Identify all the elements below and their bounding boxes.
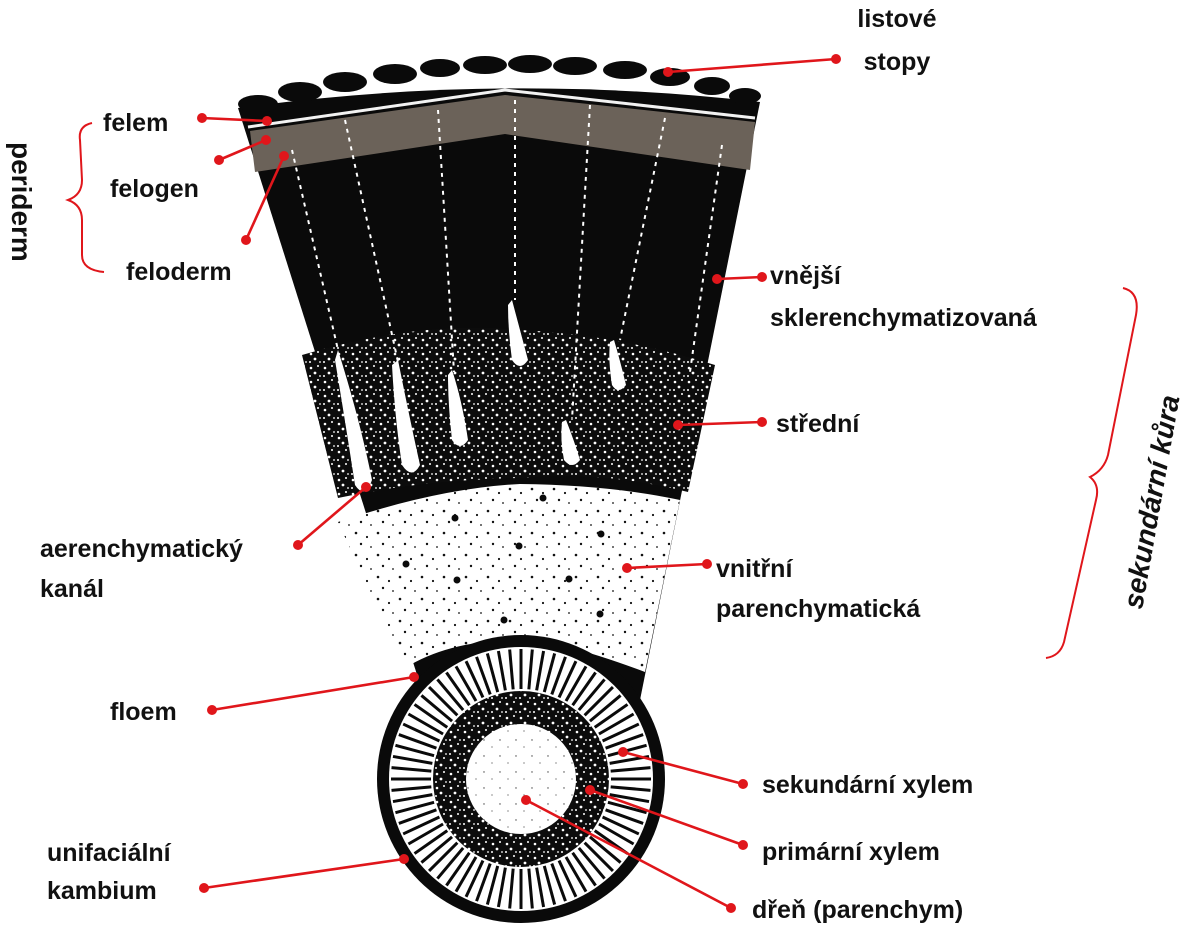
label-vnejsi: vnější	[770, 262, 842, 290]
label-primarni-xylem: primární xylem	[762, 838, 940, 866]
label-aerenchymaticky: aerenchymatický	[40, 535, 243, 563]
label-vnitrni: vnitřní	[716, 555, 793, 583]
label-feloderm: feloderm	[126, 258, 232, 286]
label-kanal: kanál	[40, 575, 104, 603]
label-felem: felem	[103, 109, 168, 137]
label-periderm: periderm	[6, 142, 37, 262]
label-felogen: felogen	[110, 175, 199, 203]
periderm-brace	[68, 123, 104, 272]
label-unifacialni: unifaciální	[47, 839, 172, 867]
label-listove: listové	[857, 5, 936, 33]
label-sekundarni-kura: sekundární kůra	[1117, 393, 1185, 611]
label-kambium: kambium	[47, 877, 157, 905]
label-sklerenchymatizovana: sklerenchymatizovaná	[770, 304, 1037, 332]
label-stredni: střední	[776, 410, 860, 438]
label-sekundarni-xylem: sekundární xylem	[762, 771, 973, 799]
label-parenchymaticka: parenchymatická	[716, 595, 920, 623]
label-floem: floem	[110, 698, 177, 726]
label-stopy: stopy	[864, 48, 931, 76]
label-dren: dřeň (parenchym)	[752, 896, 963, 924]
